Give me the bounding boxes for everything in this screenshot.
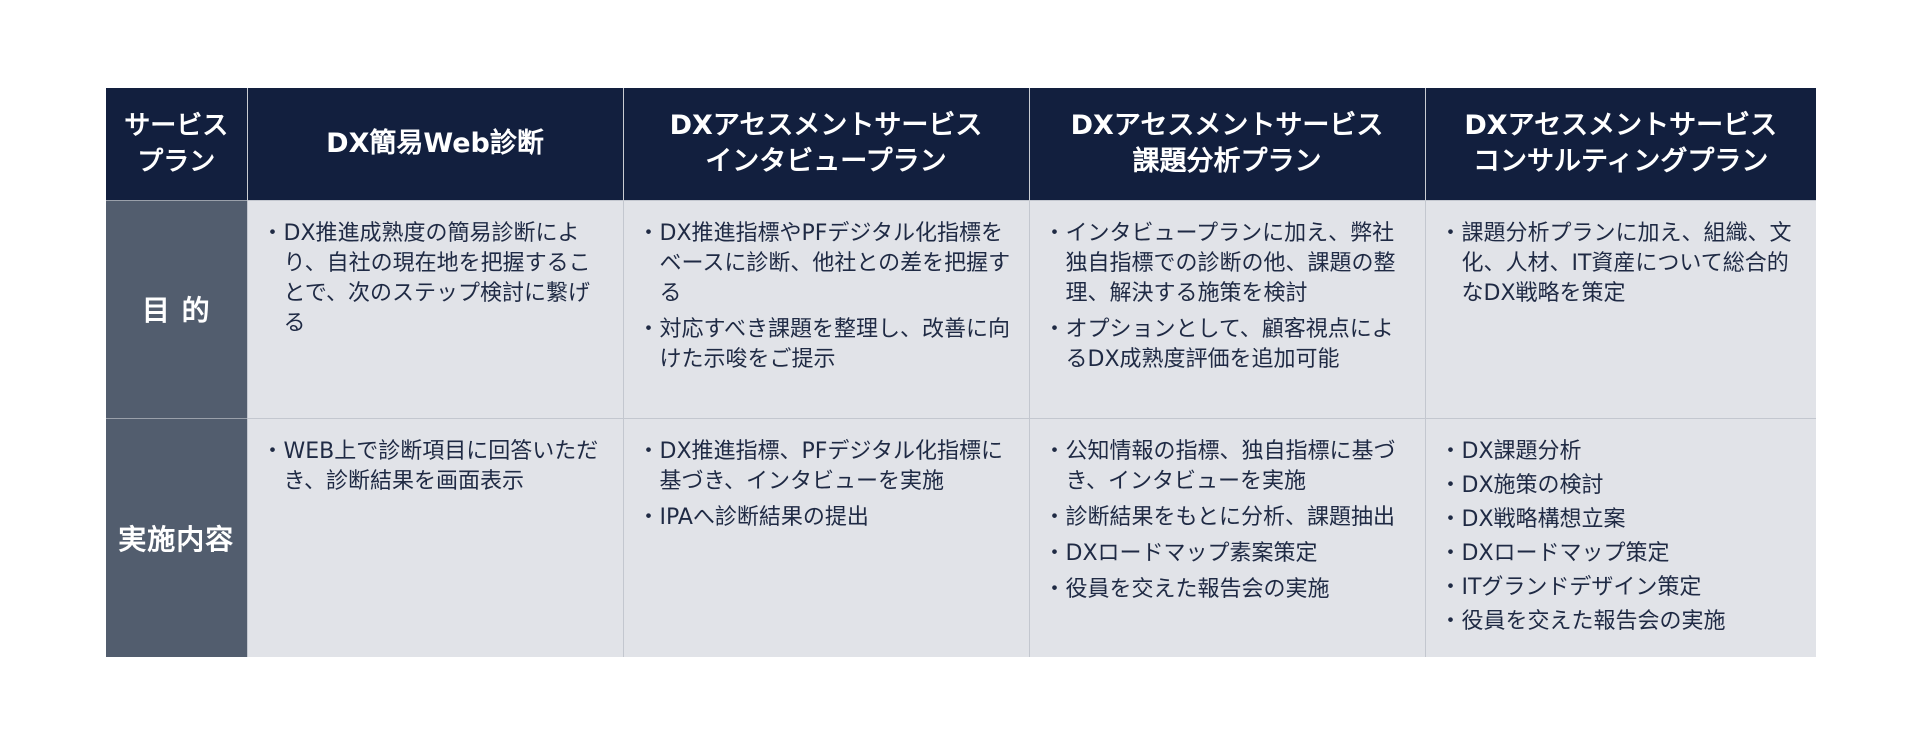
header-plan-interview: DXアセスメントサービス インタビュープラン: [622, 88, 1029, 200]
bullet-list: 課題分析プランに加え、組織、文化、人材、IT資産について総合的なDX戦略を策定: [1440, 219, 1801, 309]
purpose-row: 目 的 DX推進成熟度の簡易診断により、自社の現在地を把握することで、次のステッ…: [106, 199, 1816, 418]
header-plan-consulting: DXアセスメントサービス コンサルティングプラン: [1424, 88, 1816, 200]
list-item: DXロードマップ素案策定: [1044, 539, 1409, 569]
purpose-cell-consulting: 課題分析プランに加え、組織、文化、人材、IT資産について総合的なDX戦略を策定: [1424, 199, 1816, 418]
header-plan-web-label: DX簡易Web診断: [326, 127, 544, 159]
list-item: オプションとして、顧客視点によるDX成熟度評価を追加可能: [1044, 315, 1409, 375]
list-item: インタビュープランに加え、弊社独自指標での診断の他、課題の整理、解決する施策を検…: [1044, 219, 1409, 309]
header-plan-interview-label: DXアセスメントサービス インタビュープラン: [669, 109, 983, 177]
content-cell-interview: DX推進指標、PFデジタル化指標に基づき、インタビューを実施 IPAへ診断結果の…: [622, 417, 1029, 657]
list-item: 診断結果をもとに分析、課題抽出: [1044, 503, 1409, 533]
list-item: 役員を交えた報告会の実施: [1440, 607, 1801, 637]
content-cell-analysis: 公知情報の指標、独自指標に基づき、インタビューを実施 診断結果をもとに分析、課題…: [1028, 417, 1425, 657]
header-corner: サービス プラン: [106, 88, 247, 200]
header-plan-analysis: DXアセスメントサービス 課題分析プラン: [1028, 88, 1425, 200]
service-plan-table: サービス プラン DX簡易Web診断 DXアセスメントサービス インタビュープラ…: [106, 88, 1816, 657]
list-item: ITグランドデザイン策定: [1440, 573, 1801, 603]
bullet-list: DX推進指標、PFデジタル化指標に基づき、インタビューを実施 IPAへ診断結果の…: [638, 437, 1013, 533]
bullet-list: DX推進指標やPFデジタル化指標をベースに診断、他社との差を把握する 対応すべき…: [638, 219, 1013, 375]
purpose-cell-analysis: インタビュープランに加え、弊社独自指標での診断の他、課題の整理、解決する施策を検…: [1028, 199, 1425, 418]
content-row-header: 実施内容: [106, 417, 247, 657]
purpose-row-header: 目 的: [106, 199, 247, 418]
list-item: DX推進成熟度の簡易診断により、自社の現在地を把握することで、次のステップ検討に…: [262, 219, 607, 339]
header-corner-label: サービス プラン: [124, 110, 229, 177]
bullet-list: インタビュープランに加え、弊社独自指標での診断の他、課題の整理、解決する施策を検…: [1044, 219, 1409, 375]
list-item: DX推進指標やPFデジタル化指標をベースに診断、他社との差を把握する: [638, 219, 1013, 309]
list-item: DX課題分析: [1440, 437, 1801, 467]
list-item: DXロードマップ策定: [1440, 539, 1801, 569]
purpose-cell-web: DX推進成熟度の簡易診断により、自社の現在地を把握することで、次のステップ検討に…: [246, 199, 623, 418]
bullet-list: WEB上で診断項目に回答いただき、診断結果を画面表示: [262, 437, 607, 497]
list-item: WEB上で診断項目に回答いただき、診断結果を画面表示: [262, 437, 607, 497]
list-item: 対応すべき課題を整理し、改善に向けた示唆をご提示: [638, 315, 1013, 375]
purpose-row-label: 目 的: [141, 294, 211, 327]
list-item: IPAへ診断結果の提出: [638, 503, 1013, 533]
content-row: 実施内容 WEB上で診断項目に回答いただき、診断結果を画面表示 DX推進指標、P…: [106, 417, 1816, 657]
bullet-list: DX課題分析 DX施策の検討 DX戦略構想立案 DXロードマップ策定 ITグラン…: [1440, 437, 1801, 637]
header-plan-consulting-label: DXアセスメントサービス コンサルティングプラン: [1464, 109, 1778, 177]
purpose-cell-interview: DX推進指標やPFデジタル化指標をベースに診断、他社との差を把握する 対応すべき…: [622, 199, 1029, 418]
header-row: サービス プラン DX簡易Web診断 DXアセスメントサービス インタビュープラ…: [106, 88, 1816, 200]
list-item: 課題分析プランに加え、組織、文化、人材、IT資産について総合的なDX戦略を策定: [1440, 219, 1801, 309]
list-item: 公知情報の指標、独自指標に基づき、インタビューを実施: [1044, 437, 1409, 497]
bullet-list: 公知情報の指標、独自指標に基づき、インタビューを実施 診断結果をもとに分析、課題…: [1044, 437, 1409, 605]
header-plan-analysis-label: DXアセスメントサービス 課題分析プラン: [1070, 109, 1384, 177]
content-cell-consulting: DX課題分析 DX施策の検討 DX戦略構想立案 DXロードマップ策定 ITグラン…: [1424, 417, 1816, 657]
content-row-label: 実施内容: [118, 522, 235, 556]
list-item: 役員を交えた報告会の実施: [1044, 575, 1409, 605]
list-item: DX施策の検討: [1440, 471, 1801, 501]
list-item: DX推進指標、PFデジタル化指標に基づき、インタビューを実施: [638, 437, 1013, 497]
content-cell-web: WEB上で診断項目に回答いただき、診断結果を画面表示: [246, 417, 623, 657]
bullet-list: DX推進成熟度の簡易診断により、自社の現在地を把握することで、次のステップ検討に…: [262, 219, 607, 339]
header-plan-web: DX簡易Web診断: [246, 88, 623, 200]
list-item: DX戦略構想立案: [1440, 505, 1801, 535]
